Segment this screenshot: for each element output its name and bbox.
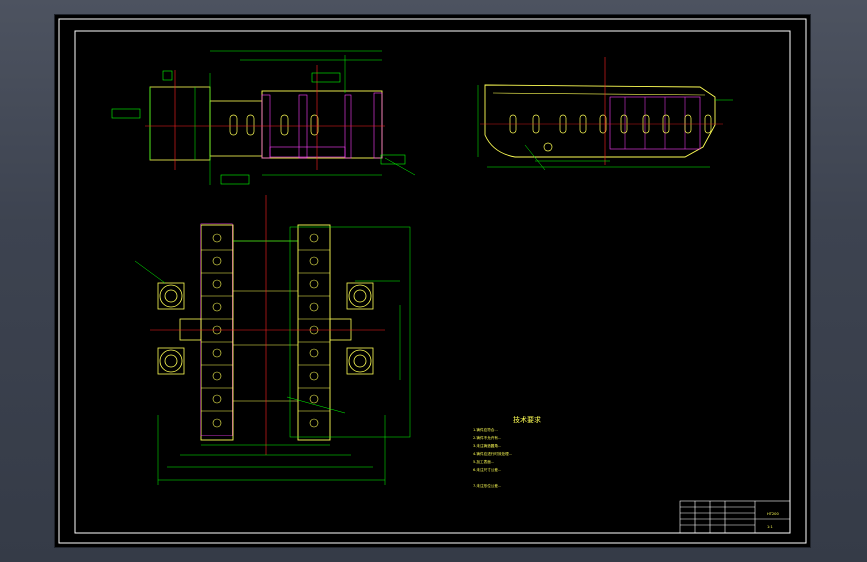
notes-line: 6.未注尺寸公差... <box>473 467 501 472</box>
hatched-wall <box>261 94 271 159</box>
notes-line: 2.铸件不允许有... <box>473 435 501 440</box>
notes-line: 4.铸件应进行时效处理... <box>473 451 512 456</box>
title-block-scale: 1:1 <box>767 525 773 529</box>
geometric-tolerance-frame <box>380 154 406 165</box>
left-column-cells <box>201 249 233 412</box>
geometric-tolerance-frame <box>220 174 250 185</box>
hatched-wall <box>298 94 308 159</box>
plan-view <box>134 195 411 485</box>
title-block-material: HT200 <box>767 512 779 516</box>
datum-box <box>162 70 173 81</box>
technical-notes-title: 技术要求 <box>513 415 541 424</box>
geometric-tolerance-frame <box>111 108 141 119</box>
drawing-sheet: 技术要求 1.铸件应符合... 2.铸件不允许有... 3.未注铸造圆角... … <box>55 15 810 547</box>
notes-line: 7.未注形位公差... <box>473 483 501 488</box>
notes-line: 3.未注铸造圆角... <box>473 443 501 448</box>
right-column-cells <box>298 249 330 412</box>
hatched-wall <box>344 94 352 159</box>
plan-dimensions <box>134 226 411 485</box>
technical-notes: 技术要求 1.铸件应符合... 2.铸件不允许有... 3.未注铸造圆角... … <box>473 415 541 488</box>
front-section-view <box>111 50 416 185</box>
side-section-view <box>477 57 733 171</box>
hatched-wall <box>373 92 383 159</box>
notes-line: 5.加工表面... <box>473 459 494 464</box>
inner-border <box>74 30 791 534</box>
cad-drawing: 技术要求 1.铸件应符合... 2.铸件不允许有... 3.未注铸造圆角... … <box>58 18 807 544</box>
mounting-bosses <box>157 282 374 375</box>
bolt-holes <box>212 233 319 428</box>
geometric-tolerance-frame <box>311 72 341 83</box>
notes-line: 1.铸件应符合... <box>473 427 498 432</box>
title-block <box>679 500 791 534</box>
outer-frame <box>58 18 807 544</box>
